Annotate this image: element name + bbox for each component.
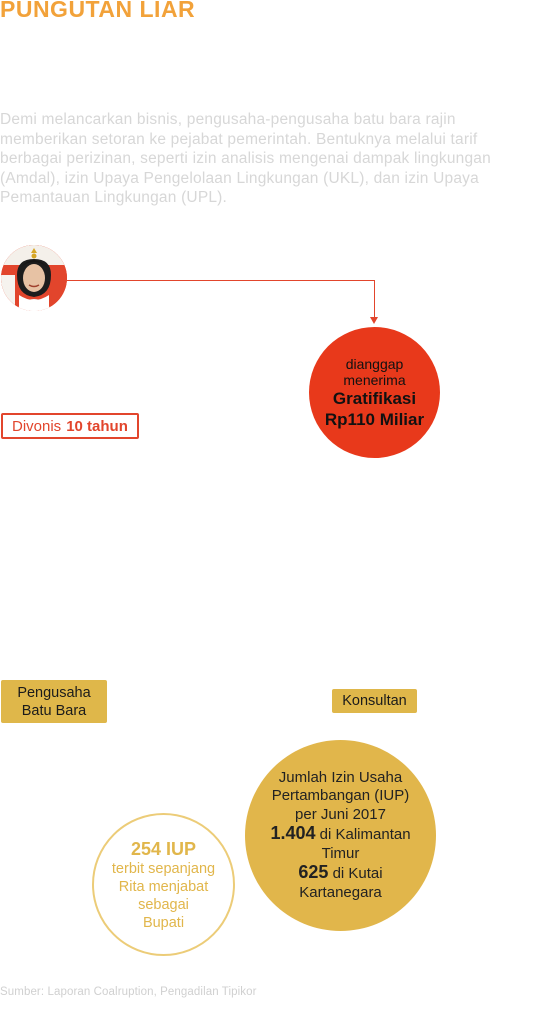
iup-total-label: per Juni 2017 bbox=[295, 805, 386, 823]
iup-total-label: Pertambangan (IUP) bbox=[271, 787, 410, 805]
iup-kukar-label: di Kutai bbox=[332, 865, 383, 883]
iup-rita-label: terbit sepanjang bbox=[111, 860, 216, 877]
konsultan-label: Konsultan bbox=[342, 693, 407, 709]
iup-kaltim-label: Timur bbox=[321, 844, 360, 862]
description-line: memberikan setoran ke pejabat pemerintah… bbox=[0, 130, 478, 148]
iup-total-label: Jumlah Izin Usaha bbox=[278, 768, 403, 786]
iup-rita-label: sebagai bbox=[138, 896, 189, 913]
connector-line bbox=[374, 280, 375, 320]
description-line: (Amdal), izin Upaya Pengelolaan Lingkung… bbox=[0, 169, 479, 187]
gratification-circle: dianggap menerima Gratifikasi Rp110 Mili… bbox=[309, 327, 440, 458]
gratification-title: Gratifikasi bbox=[332, 388, 417, 408]
source-note: Sumber: Laporan Coalruption, Pengadilan … bbox=[0, 986, 257, 998]
description-line: berbagai perizinan, seperti izin analisi… bbox=[0, 150, 491, 167]
iup-kaltim-value: 1.404 bbox=[270, 823, 316, 844]
pengusaha-box: Pengusaha Batu Bara bbox=[1, 680, 107, 723]
iup-total-circle: Jumlah Izin Usaha Pertambangan (IUP) per… bbox=[245, 740, 436, 931]
gratification-label: dianggap bbox=[345, 355, 404, 372]
connector-line bbox=[67, 280, 375, 281]
verdict-value: 10 tahun bbox=[66, 417, 128, 435]
iup-kukar-value: 625 bbox=[298, 862, 329, 883]
verdict-badge: Divonis 10 tahun bbox=[1, 413, 139, 439]
arrow-down-icon bbox=[370, 317, 378, 324]
verdict-prefix: Divonis bbox=[12, 417, 62, 435]
iup-rita-label: Rita menjabat bbox=[118, 878, 209, 895]
description-paragraph: Demi melancarkan bisnis, pengusaha-pengu… bbox=[0, 110, 530, 208]
description-line: Pemantauan Lingkungan (UPL). bbox=[0, 189, 228, 206]
pengusaha-label: Batu Bara bbox=[21, 702, 87, 719]
description-line: Demi melancarkan bisnis, pengusaha-pengu… bbox=[0, 111, 456, 128]
konsultan-box: Konsultan bbox=[332, 689, 417, 713]
iup-rita-value: 254 IUP bbox=[130, 838, 197, 859]
portrait-avatar-icon bbox=[1, 245, 67, 311]
iup-kukar-row: 625 di Kutai bbox=[298, 863, 382, 884]
pengusaha-label: Pengusaha bbox=[17, 684, 91, 701]
iup-kukar-label: Kartanegara bbox=[299, 883, 382, 901]
iup-rita-label: Bupati bbox=[142, 914, 185, 931]
iup-rita-circle: 254 IUP terbit sepanjang Rita menjabat s… bbox=[92, 813, 235, 956]
iup-kaltim-label: di Kalimantan bbox=[319, 826, 411, 844]
page-title: PUNGUTAN LIAR bbox=[0, 0, 196, 22]
gratification-label: menerima bbox=[343, 371, 406, 388]
gratification-amount: Rp110 Miliar bbox=[324, 409, 425, 429]
iup-kaltim-row: 1.404 di Kalimantan bbox=[270, 824, 410, 845]
